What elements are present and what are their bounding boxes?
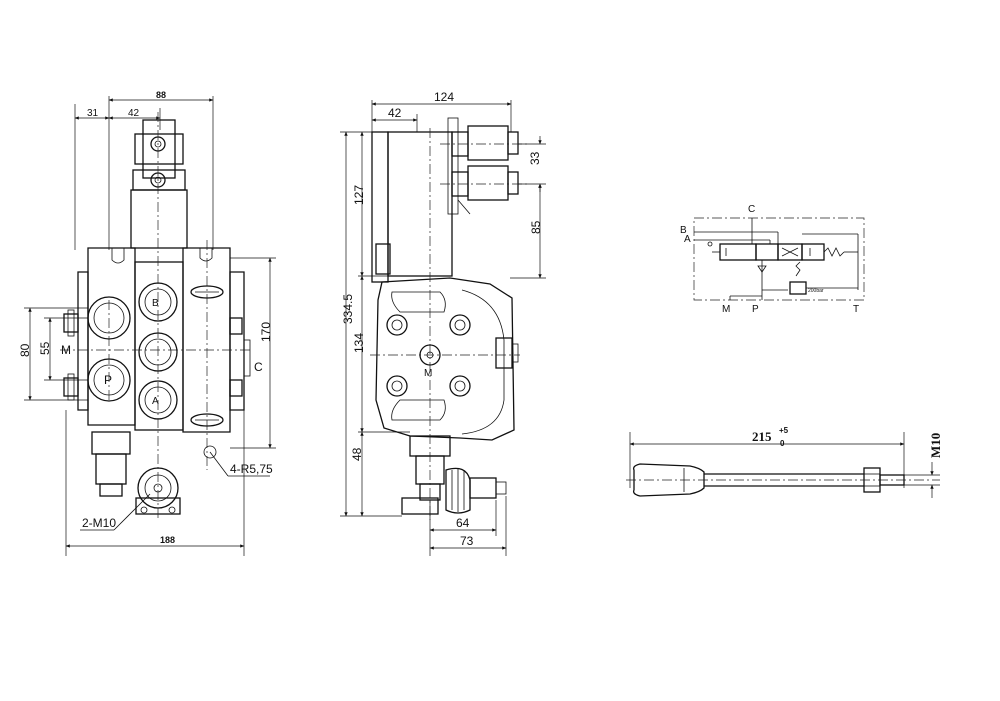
handle-tol-upper: +5 <box>779 426 789 435</box>
dim-2m10-label: 2-M10 <box>82 516 116 530</box>
dim-64-label: 64 <box>456 516 470 530</box>
dim-48-label: 48 <box>350 447 364 461</box>
dim-88-label: 88 <box>156 90 166 100</box>
front-view: 31 42 88 P M B A <box>18 90 276 556</box>
handle-view: 215 +5 0 M10 <box>626 426 943 498</box>
dim-188-label: 188 <box>160 535 175 545</box>
dim-73-label: 73 <box>460 534 474 548</box>
schem-A-label: A <box>684 234 691 245</box>
dim-42-label: 42 <box>128 108 140 119</box>
dim-127-label: 127 <box>352 185 366 205</box>
schem-C-label: C <box>748 204 755 215</box>
port-A-label: A <box>152 396 159 407</box>
schem-P-label: P <box>752 304 759 315</box>
port-C-label: C <box>254 360 263 374</box>
handle-tol-lower: 0 <box>780 439 785 448</box>
relief-setting-label: 200bar <box>808 288 824 294</box>
port-B-label: B <box>152 298 159 309</box>
dim-124-label: 124 <box>434 90 454 104</box>
side-view: 124 42 33 85 <box>340 90 546 556</box>
dim-170-label: 170 <box>259 322 273 342</box>
hydraulic-schematic: C B A M P T <box>680 204 865 315</box>
dim-31-label: 31 <box>87 108 99 119</box>
schem-B-label: B <box>680 225 687 236</box>
dim-55-label: 55 <box>38 341 52 355</box>
dim-33-label: 33 <box>528 151 542 165</box>
dim-3345-label: 334.5 <box>341 294 355 324</box>
dim-134-label: 134 <box>352 333 366 353</box>
handle-thread-label: M10 <box>928 433 943 458</box>
dim-85-label: 85 <box>529 220 543 234</box>
schem-T-label: T <box>853 304 859 315</box>
port-P-label: P <box>104 373 112 387</box>
dim-42-side-label: 42 <box>388 106 402 120</box>
handle-length-label: 215 <box>752 429 772 444</box>
dim-4r-label: 4-R5,75 <box>230 462 273 476</box>
side-port-M-label: M <box>424 368 432 379</box>
dim-80-label: 80 <box>18 343 32 357</box>
schem-M-label: M <box>722 304 730 315</box>
